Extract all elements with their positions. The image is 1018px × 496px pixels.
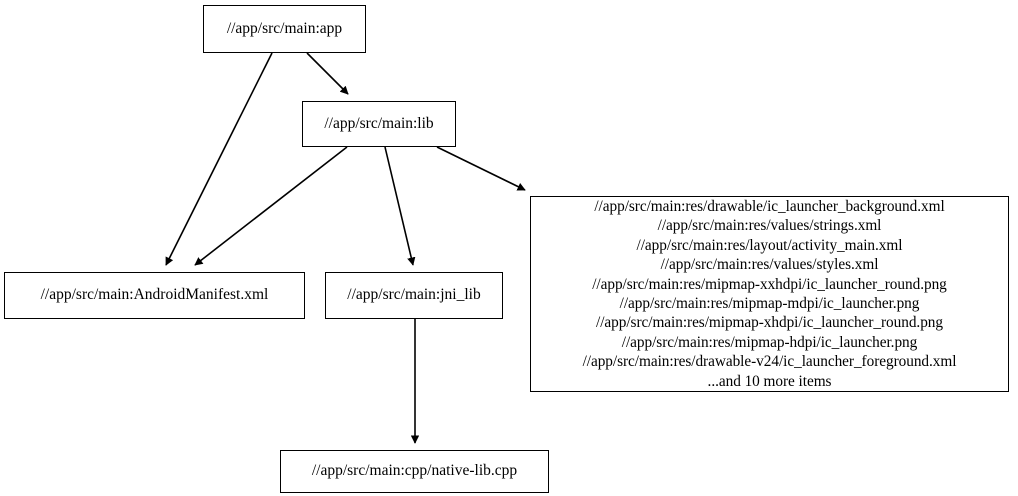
- graph-node-res-files[interactable]: //app/src/main:res/drawable/ic_launcher_…: [530, 196, 1009, 392]
- graph-node-app[interactable]: //app/src/main:app: [203, 5, 366, 53]
- graph-node-android-manifest-label: //app/src/main:AndroidManifest.xml: [40, 286, 269, 304]
- graph-node-lib[interactable]: //app/src/main:lib: [302, 101, 456, 147]
- edge-lib-to-jni-lib: [384, 146, 416, 266]
- graph-node-jni-lib[interactable]: //app/src/main:jni_lib: [325, 272, 503, 319]
- edge-lib-to-manifest: [194, 146, 348, 266]
- graph-node-lib-label: //app/src/main:lib: [324, 114, 434, 132]
- graph-node-android-manifest[interactable]: //app/src/main:AndroidManifest.xml: [4, 272, 305, 319]
- graph-node-native-lib-cpp-label: //app/src/main:cpp/native-lib.cpp: [311, 462, 518, 480]
- edge-app-to-manifest: [165, 52, 273, 266]
- graph-node-app-label: //app/src/main:app: [226, 19, 343, 37]
- edge-app-to-lib: [306, 52, 349, 95]
- graph-node-native-lib-cpp[interactable]: //app/src/main:cpp/native-lib.cpp: [280, 450, 549, 493]
- graph-node-jni-lib-label: //app/src/main:jni_lib: [347, 286, 481, 304]
- edge-lib-to-res-files: [436, 146, 526, 191]
- graph-node-res-files-label: //app/src/main:res/drawable/ic_launcher_…: [582, 197, 957, 390]
